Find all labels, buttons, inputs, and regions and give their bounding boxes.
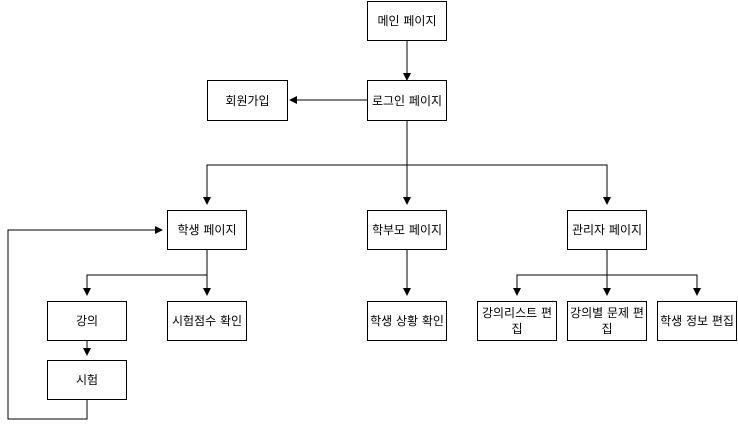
parent-page-node: 학부모 페이지 xyxy=(367,210,447,250)
lecture-question-edit-node: 강의별 문제 편집 xyxy=(567,301,647,341)
score-check-node: 시험점수 확인 xyxy=(167,301,247,341)
admin-page-node: 관리자 페이지 xyxy=(567,210,647,250)
edge-login-student xyxy=(203,121,408,205)
edge-student-lecture xyxy=(83,250,208,296)
login-page-node: 로그인 페이지 xyxy=(367,80,447,121)
lecture-node: 강의 xyxy=(47,301,127,341)
edge-login-admin xyxy=(407,164,611,205)
student-info-edit-node: 학생 정보 편집 xyxy=(657,301,737,341)
edge-exam-student-loop xyxy=(7,226,163,420)
edge-admin-lecture-list xyxy=(513,250,608,296)
main-page-node: 메인 페이지 xyxy=(367,1,447,41)
signup-node: 회원가입 xyxy=(207,80,288,121)
student-page-node: 학생 페이지 xyxy=(167,210,247,250)
edge-admin-student-info xyxy=(607,274,701,296)
lecture-list-edit-node: 강의리스트 편집 xyxy=(477,301,557,341)
student-status-node: 학생 상황 확인 xyxy=(367,301,447,341)
exam-node: 시험 xyxy=(47,360,127,400)
